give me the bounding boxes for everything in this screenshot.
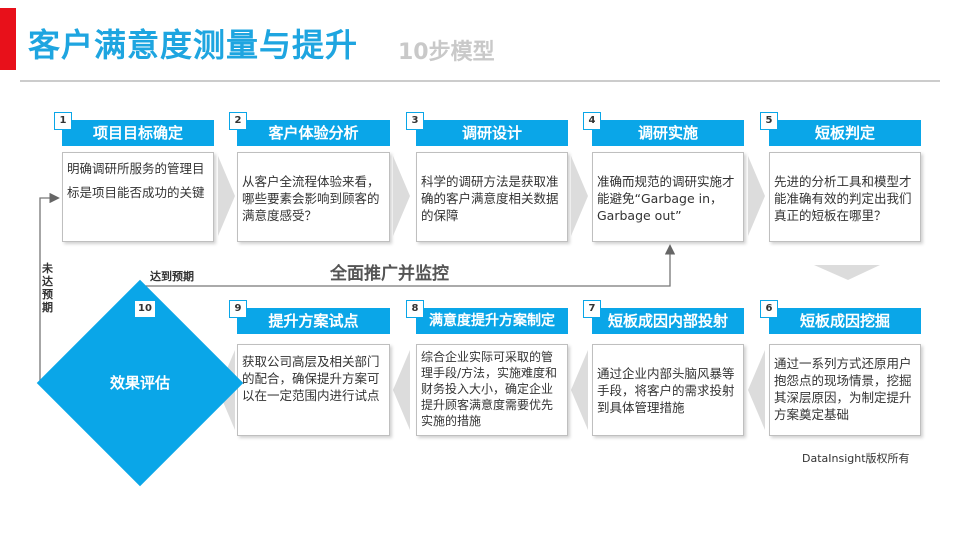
- step-6-number: 6: [760, 300, 778, 318]
- chevron-right-icon: [393, 156, 410, 236]
- chevron-right-icon: [218, 156, 235, 236]
- step-9-description: 获取公司高层及相关部门的配合，确保提升方案可以在一定范围内进行试点: [237, 344, 390, 436]
- chevron-left-icon: [571, 350, 588, 430]
- page-title: 客户满意度测量与提升: [28, 26, 359, 64]
- title-divider: [20, 80, 940, 82]
- step-3-title: 调研设计: [416, 120, 568, 146]
- chevron-right-icon: [571, 156, 588, 236]
- chevron-right-icon: [748, 156, 765, 236]
- step-7-title: 短板成因内部投射: [592, 308, 744, 334]
- page-subtitle: 10步模型: [398, 40, 495, 65]
- step-4-number: 4: [583, 112, 601, 130]
- step-3-number: 3: [406, 112, 424, 130]
- step-6-description: 通过一系列方式还原用户抱怨点的现场情景，挖掘其深层原因，为制定提升方案奠定基础: [769, 344, 921, 436]
- step-5-description: 先进的分析工具和模型才能准确有效的判定出我们真正的短板在哪里？: [769, 152, 921, 242]
- step-10-number: 10: [134, 300, 156, 318]
- step-9-number: 9: [229, 300, 247, 318]
- step-3-description: 科学的调研方法是获取准确的客户满意度相关数据的保障: [416, 152, 568, 242]
- step-8-description: 综合企业实际可采取的管理手段/方法，实施难度和财务投入大小，确定企业提升顾客满意…: [416, 344, 568, 436]
- not-reached-expectation-label: 未达预期: [42, 262, 53, 314]
- step-7-number: 7: [583, 300, 601, 318]
- promote-monitor-label: 全面推广并监控: [330, 264, 449, 284]
- chevron-left-icon: [393, 350, 410, 430]
- step-10-title: 效果评估: [109, 374, 170, 392]
- step-5-title: 短板判定: [769, 120, 921, 146]
- step-4-title: 调研实施: [592, 120, 744, 146]
- chevron-left-icon: [748, 350, 765, 430]
- step-8-number: 8: [406, 300, 424, 318]
- copyright-footer: DataInsight版权所有: [802, 452, 910, 465]
- step-7-description: 通过企业内部头脑风暴等手段，将客户的需求投射到具体管理措施: [592, 344, 744, 436]
- step-5-number: 5: [760, 112, 778, 130]
- reached-expectation-label: 达到预期: [150, 270, 194, 283]
- step-6-title: 短板成因挖掘: [769, 308, 921, 334]
- step-9-title: 提升方案试点: [237, 308, 390, 334]
- title-accent-bar: [0, 8, 16, 70]
- step-1-title: 项目目标确定: [62, 120, 214, 146]
- down-chevron: [814, 265, 880, 280]
- step-8-title: 满意度提升方案制定: [416, 308, 568, 334]
- step-2-description: 从客户全流程体验来看，哪些要素会影响到顾客的满意度感受？: [237, 152, 390, 242]
- step-2-title: 客户体验分析: [237, 120, 390, 146]
- step-1-number: 1: [54, 112, 72, 130]
- step-4-description: 准确而规范的调研实施才能避免“Garbage in，Garbage out”: [592, 152, 744, 242]
- step-2-number: 2: [229, 112, 247, 130]
- step-1-description: 明确调研所服务的管理目标是项目能否成功的关键: [62, 152, 214, 242]
